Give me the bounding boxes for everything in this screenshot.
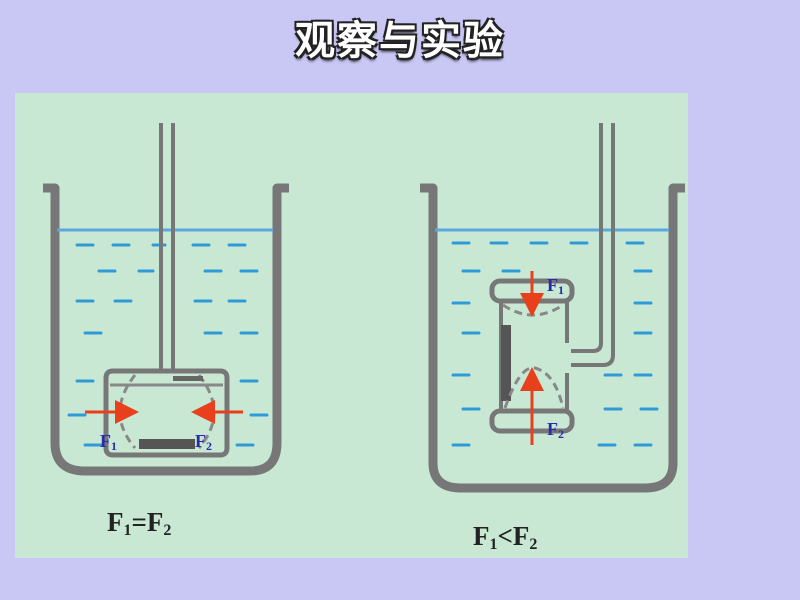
illustration-panel: F1 F2 F1=F2 F1 F2 F1<F2	[15, 93, 688, 558]
force-label-f1-right: F1	[547, 275, 564, 297]
left-beaker	[43, 123, 289, 476]
right-beaker	[420, 123, 685, 493]
experiment-diagram	[43, 123, 685, 493]
water-lines-right	[451, 241, 659, 447]
force-label-f2-right: F2	[547, 419, 564, 441]
relation-right: F1<F2	[473, 521, 538, 553]
relation-left: F1=F2	[107, 507, 172, 539]
slide-title: 观察与实验	[295, 18, 505, 64]
force-label-f1-left: F1	[100, 431, 117, 453]
force-label-f2-left: F2	[195, 431, 212, 453]
water-lines-left	[67, 243, 269, 447]
